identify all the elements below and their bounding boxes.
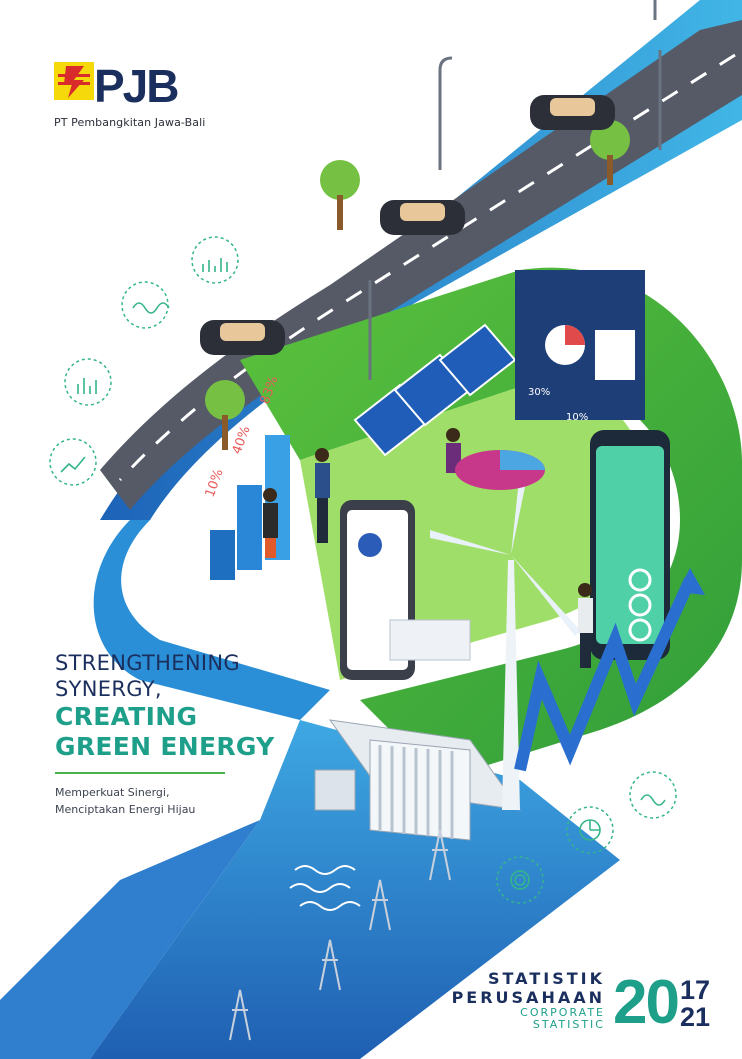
company-name: PT Pembangkitan Jawa-Bali (54, 116, 206, 129)
tree-1 (320, 160, 360, 230)
person-2 (263, 488, 278, 558)
road-line (118, 53, 736, 482)
headline-line-1: STRENGTHENING (55, 651, 240, 675)
subtitle-line-1: Memperkuat Sinergi, (55, 786, 170, 799)
year-from: 17 (679, 975, 710, 1005)
bar-label-1: 10% (203, 467, 227, 499)
car-3 (200, 320, 285, 355)
headline-divider (55, 772, 225, 774)
radial-chart-icon (496, 856, 544, 904)
logo-wordmark: PJB (94, 60, 178, 112)
title-perusahaan: PERUSAHAAN (451, 988, 605, 1007)
headline-line-3: CREATING (55, 702, 198, 731)
phone-device (590, 430, 670, 660)
bar-label-2: 40% (230, 424, 254, 456)
wind-turbine (430, 470, 580, 810)
towers (229, 829, 451, 1041)
year-to: 21 (679, 1002, 710, 1032)
year-range: 17 21 (680, 977, 710, 1031)
blue-curve (93, 520, 330, 720)
cover-headline: STRENGTHENING SYNERGY, CREATING GREEN EN… (55, 650, 345, 818)
person-1 (315, 448, 330, 543)
title-corporate: CORPORATE (520, 1006, 605, 1019)
river-left (0, 820, 260, 1059)
wave-chart-icon (121, 281, 169, 329)
line-chart-icon (49, 438, 97, 486)
growth-arrow (514, 577, 696, 772)
report-title-text: STATISTIK PERUSAHAAN CORPORATE STATISTIC (452, 969, 605, 1031)
headline-line-4: GREEN ENERGY (55, 732, 275, 761)
dashboard-screen (515, 270, 645, 420)
year-prefix: 20 (612, 968, 680, 1037)
pjb-logo: PJB (54, 58, 254, 138)
tree-3 (205, 380, 245, 450)
title-statistic: STATISTIC (532, 1018, 605, 1031)
pie-chart-icon (566, 806, 614, 854)
bar-chart-icon (191, 236, 239, 284)
dam (314, 719, 522, 841)
solar-panels (353, 323, 517, 457)
person-3 (578, 583, 593, 668)
pie-label-1: 30% (528, 387, 550, 398)
headline-line-2: SYNERGY, (55, 677, 162, 701)
title-statistik: STATISTIK (487, 969, 605, 988)
desk (389, 619, 471, 661)
car-2 (380, 200, 465, 235)
car-1 (530, 95, 615, 130)
pie-label-2: 10% (566, 412, 588, 423)
trend-icon (629, 771, 677, 819)
report-title-block: STATISTIK PERUSAHAAN CORPORATE STATISTIC… (452, 968, 710, 1037)
subtitle-line-2: Menciptakan Energi Hijau (55, 803, 196, 816)
column-chart-icon (64, 358, 112, 406)
